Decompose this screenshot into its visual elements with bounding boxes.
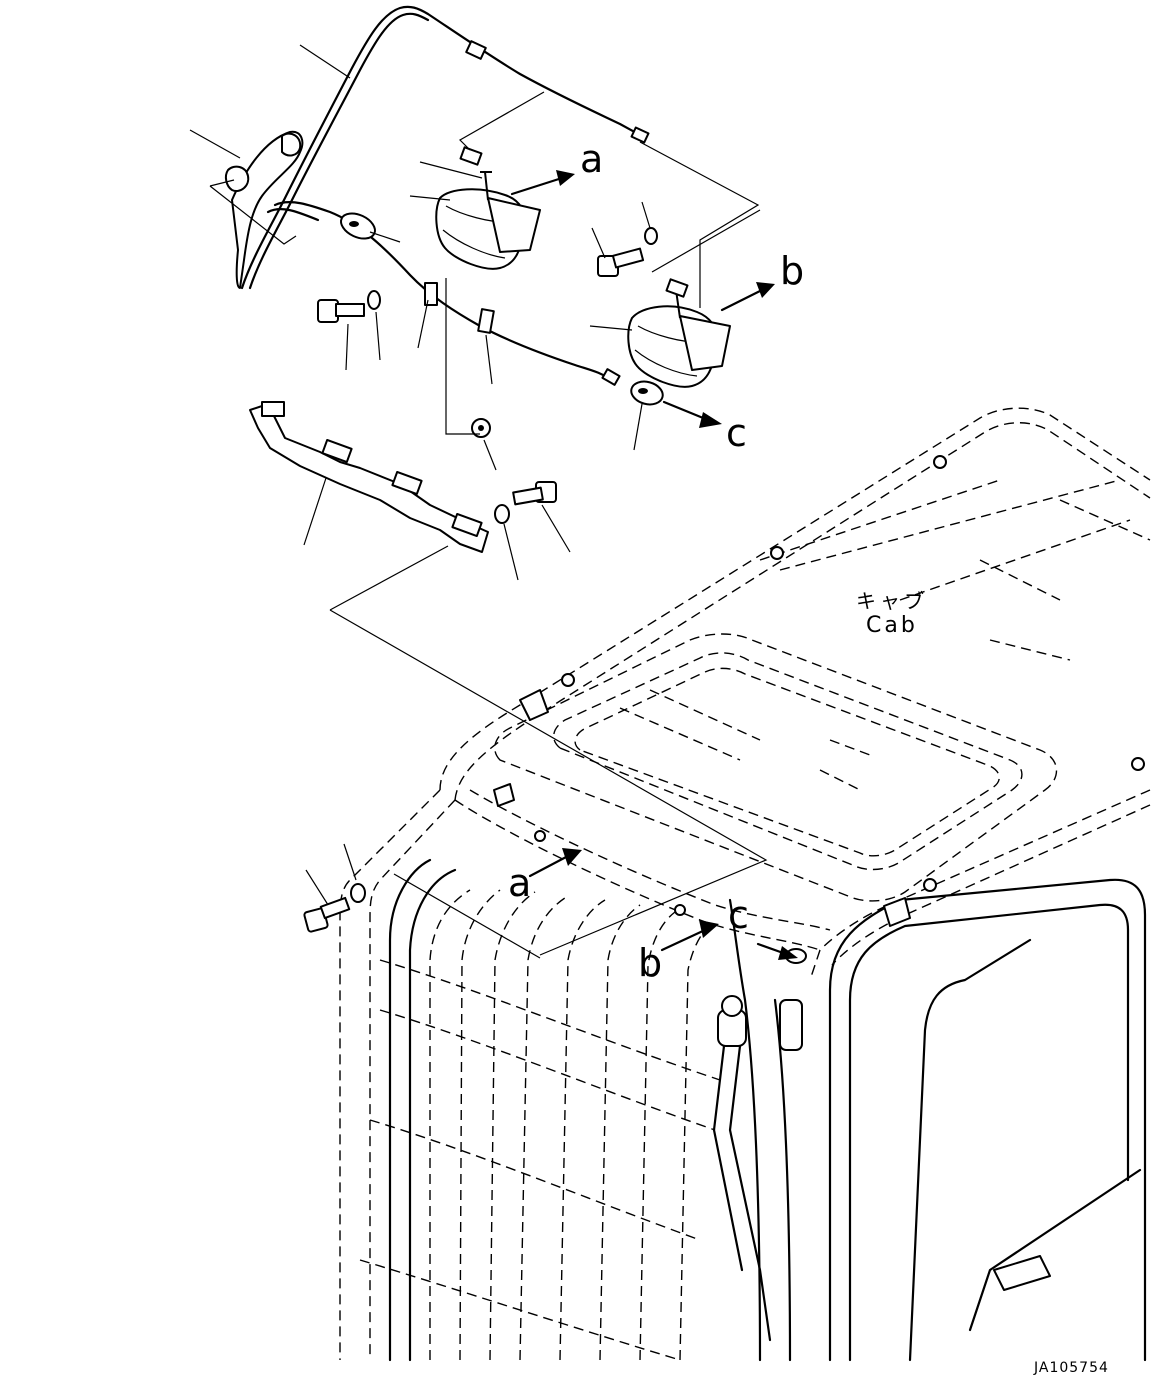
- washer-4: [350, 883, 366, 903]
- guard-bracket: [224, 130, 304, 289]
- cab-label-jp: キャブ: [856, 589, 928, 613]
- washer-3: [494, 504, 510, 524]
- arrow-b: [720, 282, 775, 312]
- bolt-4: [303, 896, 351, 933]
- cab-body: [339, 407, 1151, 1362]
- callout-c: c: [726, 411, 747, 455]
- arrow-c: [662, 400, 722, 428]
- arrow-a: [510, 170, 575, 196]
- target-callout-b: b: [638, 941, 662, 985]
- projection-lines: [209, 91, 768, 959]
- nut: [471, 418, 491, 438]
- work-lamp-a: [435, 146, 541, 270]
- washer-2: [644, 227, 658, 245]
- bolt-2: [597, 247, 645, 277]
- washer-1: [367, 290, 381, 310]
- target-arrow-b: [660, 920, 719, 952]
- upper-wire-harness: [240, 5, 650, 290]
- lower-wire-harness: [266, 201, 621, 386]
- leader-lines: [189, 44, 651, 909]
- lamp-bracket: [249, 401, 489, 553]
- cab-label-en: Cab: [866, 613, 918, 638]
- grommet-c: [630, 380, 664, 406]
- work-lamp-b: [627, 278, 731, 388]
- target-arrow-a: [528, 848, 582, 878]
- wiper-motor: [712, 995, 803, 1342]
- drawing-number: JA105754: [1033, 1360, 1109, 1376]
- target-arrow-c: [756, 942, 798, 960]
- callout-b: b: [780, 249, 804, 293]
- bolt-1: [317, 299, 365, 323]
- callout-a: a: [580, 137, 603, 181]
- bolt-3: [512, 481, 557, 506]
- target-callout-a: a: [508, 861, 531, 905]
- target-callout-c: c: [728, 893, 749, 937]
